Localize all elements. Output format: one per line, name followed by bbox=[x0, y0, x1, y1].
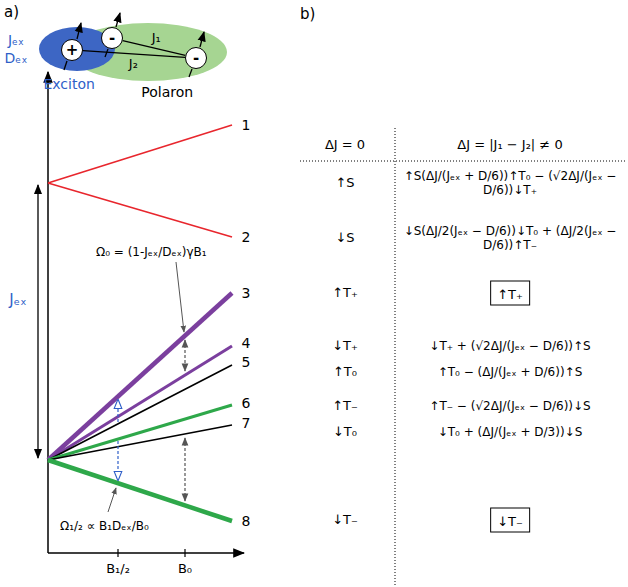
charge-circle: - bbox=[185, 47, 207, 69]
exchange-gap-label: Jₑₓ bbox=[9, 291, 26, 309]
level-number: 4 bbox=[242, 335, 251, 352]
exchange-label: Jₑₓ bbox=[8, 32, 24, 49]
mixed-state-cell: ↓T₀ + (ΔJ/(Jₑₓ + D/3))↓S bbox=[399, 425, 621, 439]
level-number: 1 bbox=[242, 117, 251, 134]
mixed-state-cell: ↑S(ΔJ/(Jₑₓ + D/6))↑T₀ − (√2ΔJ/(Jₑₓ − D/6… bbox=[399, 169, 621, 198]
mixed-state-cell: ↓S(ΔJ/2(Jₑₓ − D/6))↓T₀ + (ΔJ/2(Jₑₓ − D/6… bbox=[399, 224, 621, 253]
level-number: 7 bbox=[242, 415, 251, 432]
state-cell: ↑T₀ bbox=[333, 364, 357, 380]
exciton-ellipse: Exciton + - bbox=[38, 26, 116, 92]
charge-sign: - bbox=[193, 51, 199, 66]
level-number: 3 bbox=[242, 285, 251, 302]
mixed-state-cell: ↑T₀ − (ΔJ/(Jₑₓ + D/6))↑S bbox=[399, 365, 621, 379]
level-number: 5 bbox=[242, 354, 251, 371]
charge-circle: + bbox=[61, 39, 83, 61]
panel-letter: b) bbox=[300, 5, 315, 23]
mixed-state-cell: ↓T₊ + (√2ΔJ/(Jₑₓ − D/6))↑S bbox=[399, 339, 621, 353]
state-cell: ↓T₋ bbox=[332, 512, 358, 528]
level-number: 6 bbox=[242, 395, 251, 412]
boxed-state: ↓T₋ bbox=[490, 508, 530, 533]
dipolar-label: Dₑₓ bbox=[5, 50, 28, 67]
field-label: B₀ bbox=[178, 561, 192, 577]
state-cell: ↑T₊ bbox=[332, 285, 358, 301]
state-cell: ↓T₊ bbox=[332, 338, 358, 354]
charge-sign: - bbox=[109, 31, 115, 46]
state-cell: ↑S bbox=[335, 175, 354, 191]
species-label: Polaron bbox=[141, 84, 193, 100]
column-header: ΔJ = |J₁ − J₂| ≠ 0 bbox=[457, 137, 562, 153]
coupling-label: J₂ bbox=[129, 56, 138, 72]
state-cell: ↓S bbox=[335, 230, 354, 246]
state-cell: ↑T₋ bbox=[332, 398, 358, 414]
state-text: ↑T₊ bbox=[497, 287, 523, 302]
state-text: ↓T₋ bbox=[497, 514, 523, 529]
state-cell: ↓T₀ bbox=[333, 424, 357, 440]
field-label: B₁/₂ bbox=[106, 561, 130, 577]
column-header: ΔJ = 0 bbox=[325, 137, 365, 153]
charge-circle: - bbox=[101, 27, 123, 49]
charge-sign: + bbox=[66, 43, 79, 58]
boxed-state: ↑T₊ bbox=[490, 281, 530, 306]
rabi-formula: Ω₁/₂ ∝ B₁Dₑₓ/B₀ bbox=[60, 519, 149, 533]
panel-letter: a) bbox=[4, 3, 19, 21]
level-number: 8 bbox=[242, 513, 251, 530]
mixed-state-cell: ↑T₋ − (√2ΔJ/(Jₑₓ − D/6))↓S bbox=[399, 399, 621, 413]
level-number: 2 bbox=[242, 229, 251, 246]
coupling-label: J₁ bbox=[152, 30, 161, 46]
species-label: Exciton bbox=[43, 76, 94, 92]
rabi-formula: Ω₀ = (1-Jₑₓ/Dₑₓ)γB₁ bbox=[96, 245, 207, 259]
